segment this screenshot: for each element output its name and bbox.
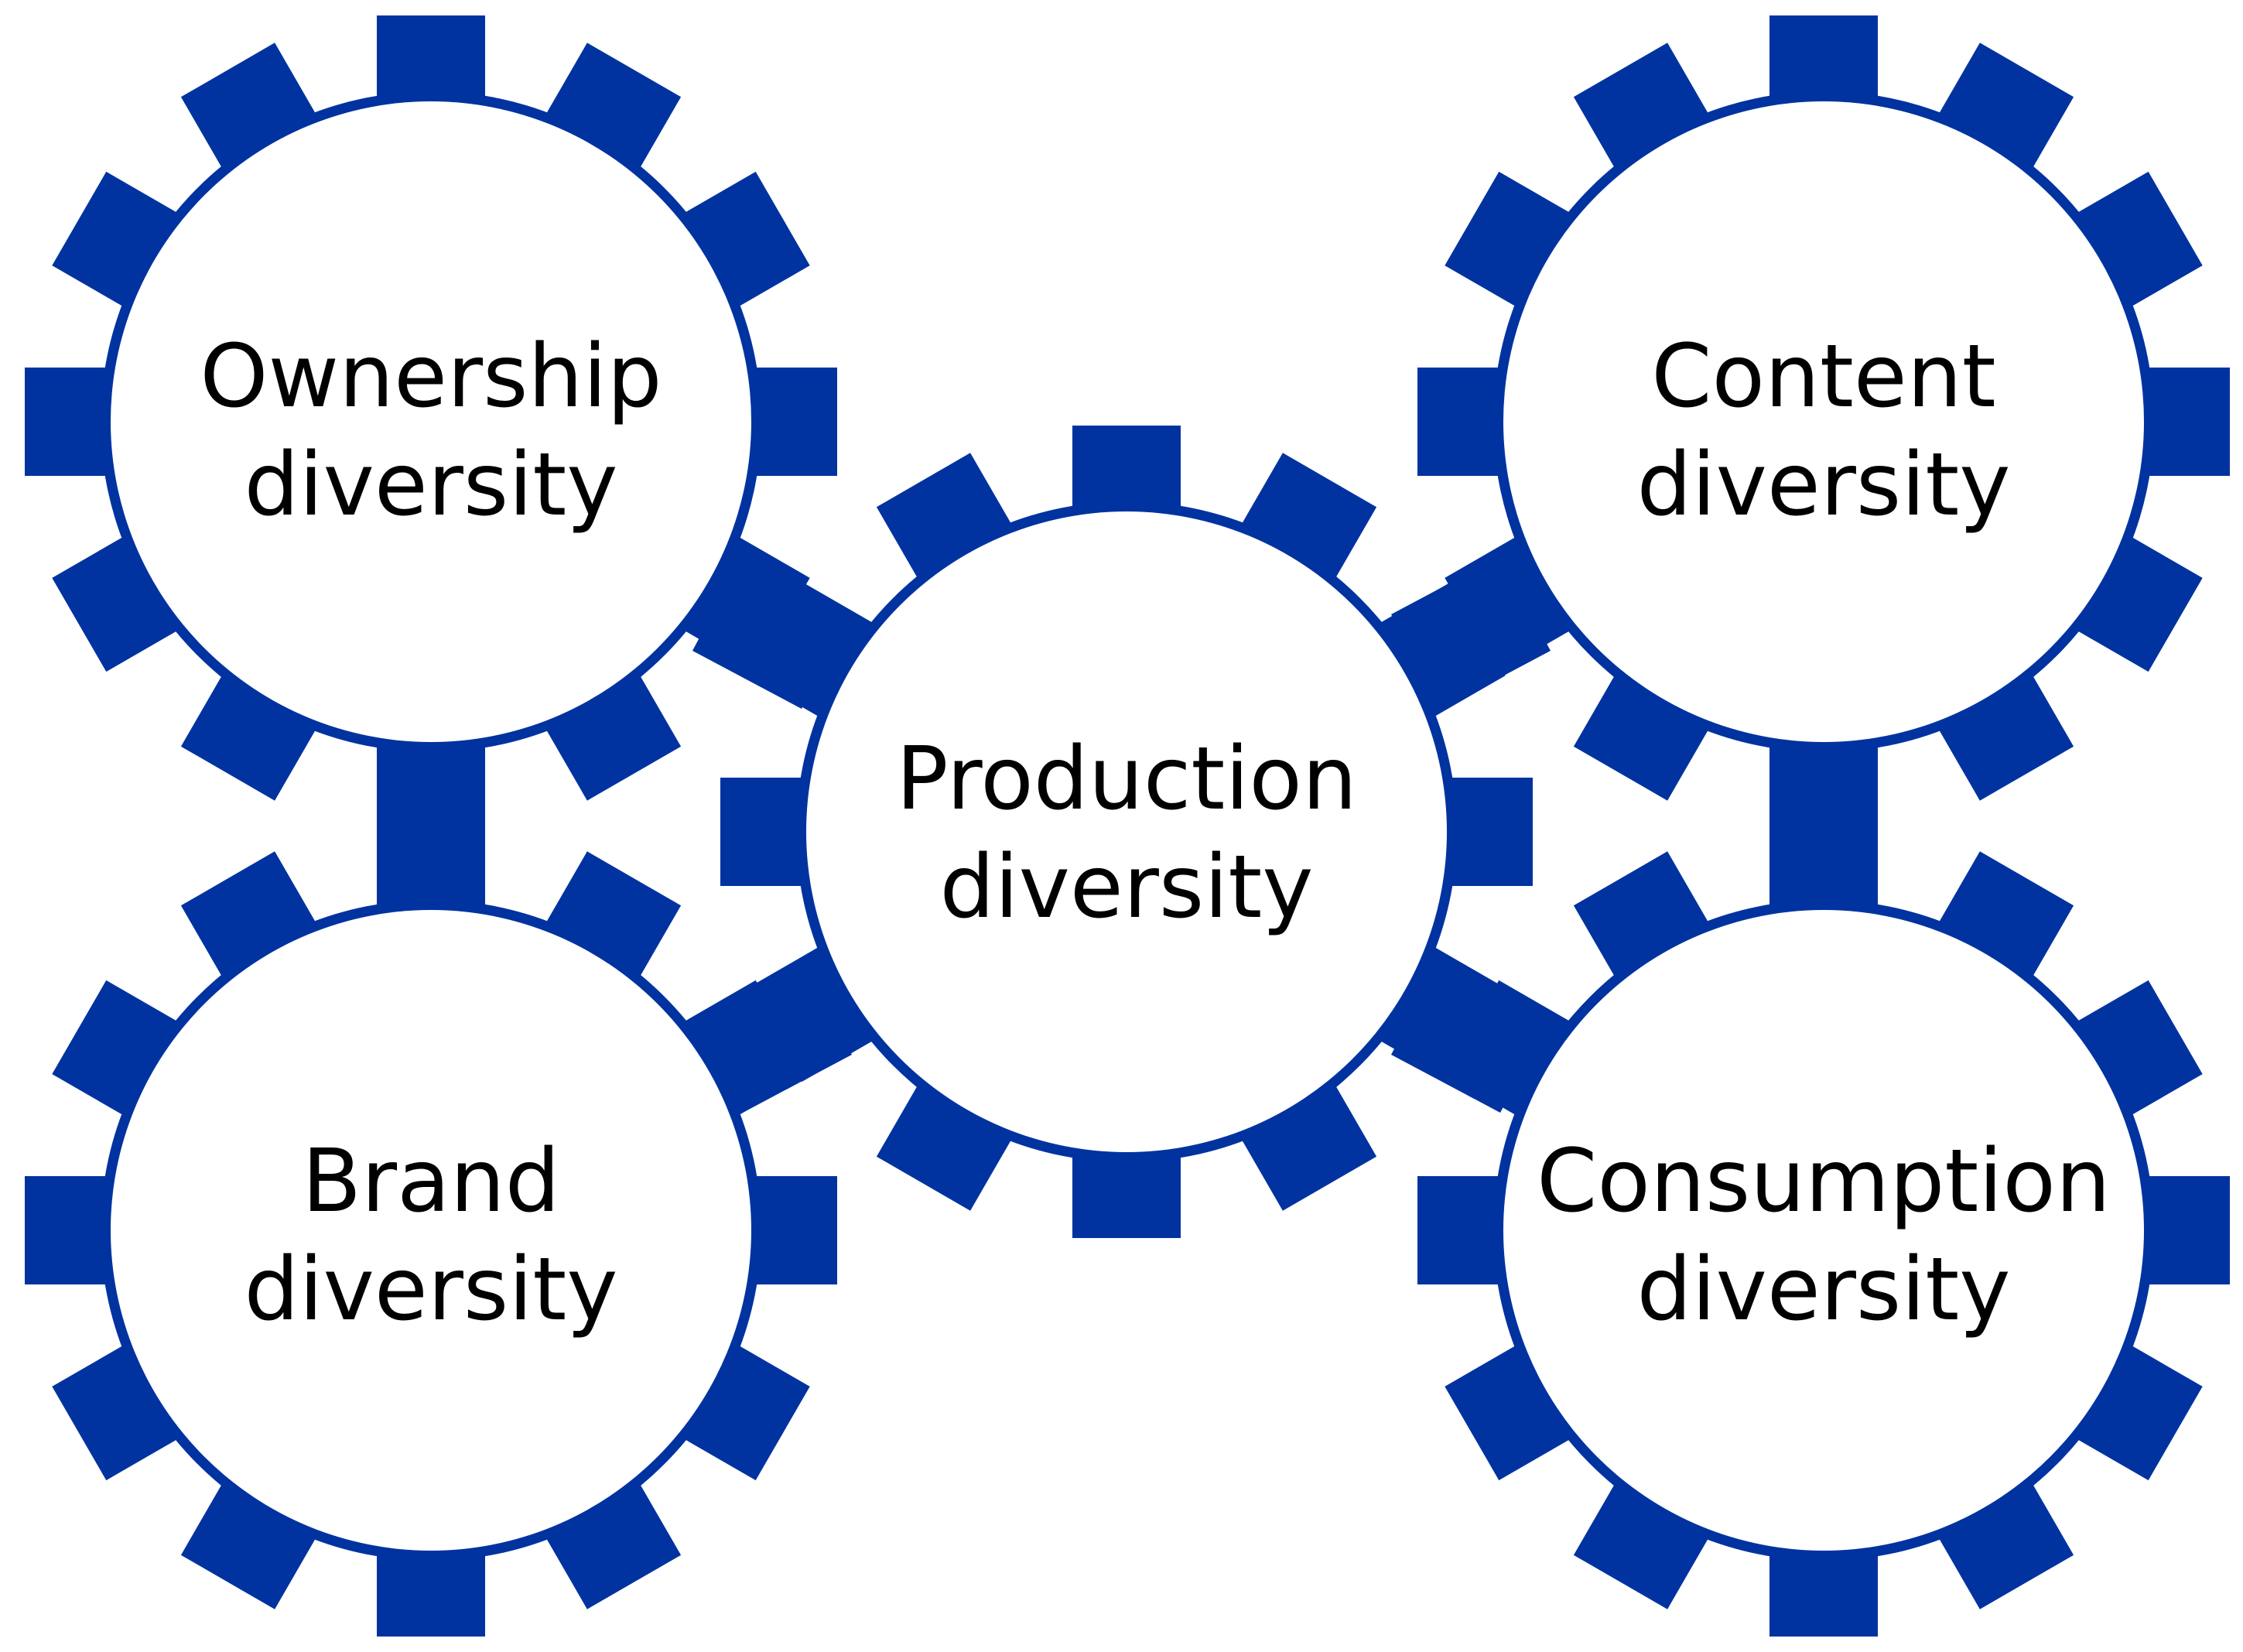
gear-production-label-line1: Production	[896, 729, 1357, 829]
gear-brand: Brand diversity	[25, 824, 837, 1637]
gear-brand-label-line2: diversity	[244, 1240, 617, 1340]
gear-content: Content diversity	[1417, 15, 2230, 828]
gear-ownership-label-line1: Ownership	[200, 327, 662, 427]
gear-consumption: Consumption diversity	[1417, 824, 2230, 1637]
gear-ownership-label-line2: diversity	[244, 435, 617, 535]
gear-consumption-face	[1503, 910, 2144, 1551]
gear-ownership-face	[111, 101, 751, 742]
gear-consumption-label-line1: Consumption	[1537, 1131, 2111, 1232]
gear-production-label-line2: diversity	[939, 837, 1313, 938]
gear-brand-label-line1: Brand	[302, 1131, 560, 1232]
gear-brand-face	[111, 910, 751, 1551]
gear-production-face	[806, 511, 1447, 1152]
gear-content-face	[1503, 101, 2144, 742]
gear-ownership: Ownership diversity	[25, 15, 837, 828]
gear-content-label-line1: Content	[1651, 327, 1995, 427]
gear-consumption-label-line2: diversity	[1636, 1240, 2010, 1340]
gear-content-label-line2: diversity	[1636, 435, 2010, 535]
gear-production: Production diversity	[720, 426, 1533, 1238]
